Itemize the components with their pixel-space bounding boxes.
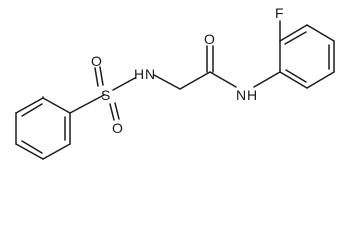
bond	[94, 67, 99, 87]
bond	[279, 24, 308, 42]
bond	[285, 69, 307, 83]
atom-o-carbonyl: O	[204, 31, 215, 47]
atom-h-amide: H	[247, 87, 257, 103]
bond	[306, 24, 335, 42]
bond	[21, 140, 43, 154]
bond	[253, 71, 281, 88]
bond	[306, 71, 335, 89]
atom-o-sulfonyl-upper: O	[91, 53, 102, 69]
bond	[114, 102, 120, 120]
bond	[153, 74, 181, 90]
bond	[112, 77, 136, 91]
atom-n-sulfonamide: N	[145, 66, 155, 82]
bond	[21, 103, 43, 117]
bond	[99, 66, 104, 86]
bond	[279, 71, 308, 89]
bond	[15, 143, 44, 160]
bond	[284, 31, 307, 45]
atom-s: S	[101, 87, 110, 103]
bonds	[15, 20, 335, 160]
atom-f: F	[275, 5, 284, 21]
bond	[209, 71, 237, 88]
atom-h-sulfonamide: H	[134, 66, 144, 82]
bond	[42, 97, 71, 114]
atom-o-sulfonyl-lower: O	[112, 120, 123, 136]
bond	[15, 97, 44, 114]
bond	[69, 94, 105, 114]
atom-labels: O S O H N O N H F	[91, 5, 284, 136]
bond	[42, 143, 71, 160]
molecule-structure: O S O H N O N H F	[15, 5, 335, 160]
bond	[179, 71, 211, 90]
bond	[109, 103, 115, 121]
atom-n-amide: N	[236, 87, 246, 103]
